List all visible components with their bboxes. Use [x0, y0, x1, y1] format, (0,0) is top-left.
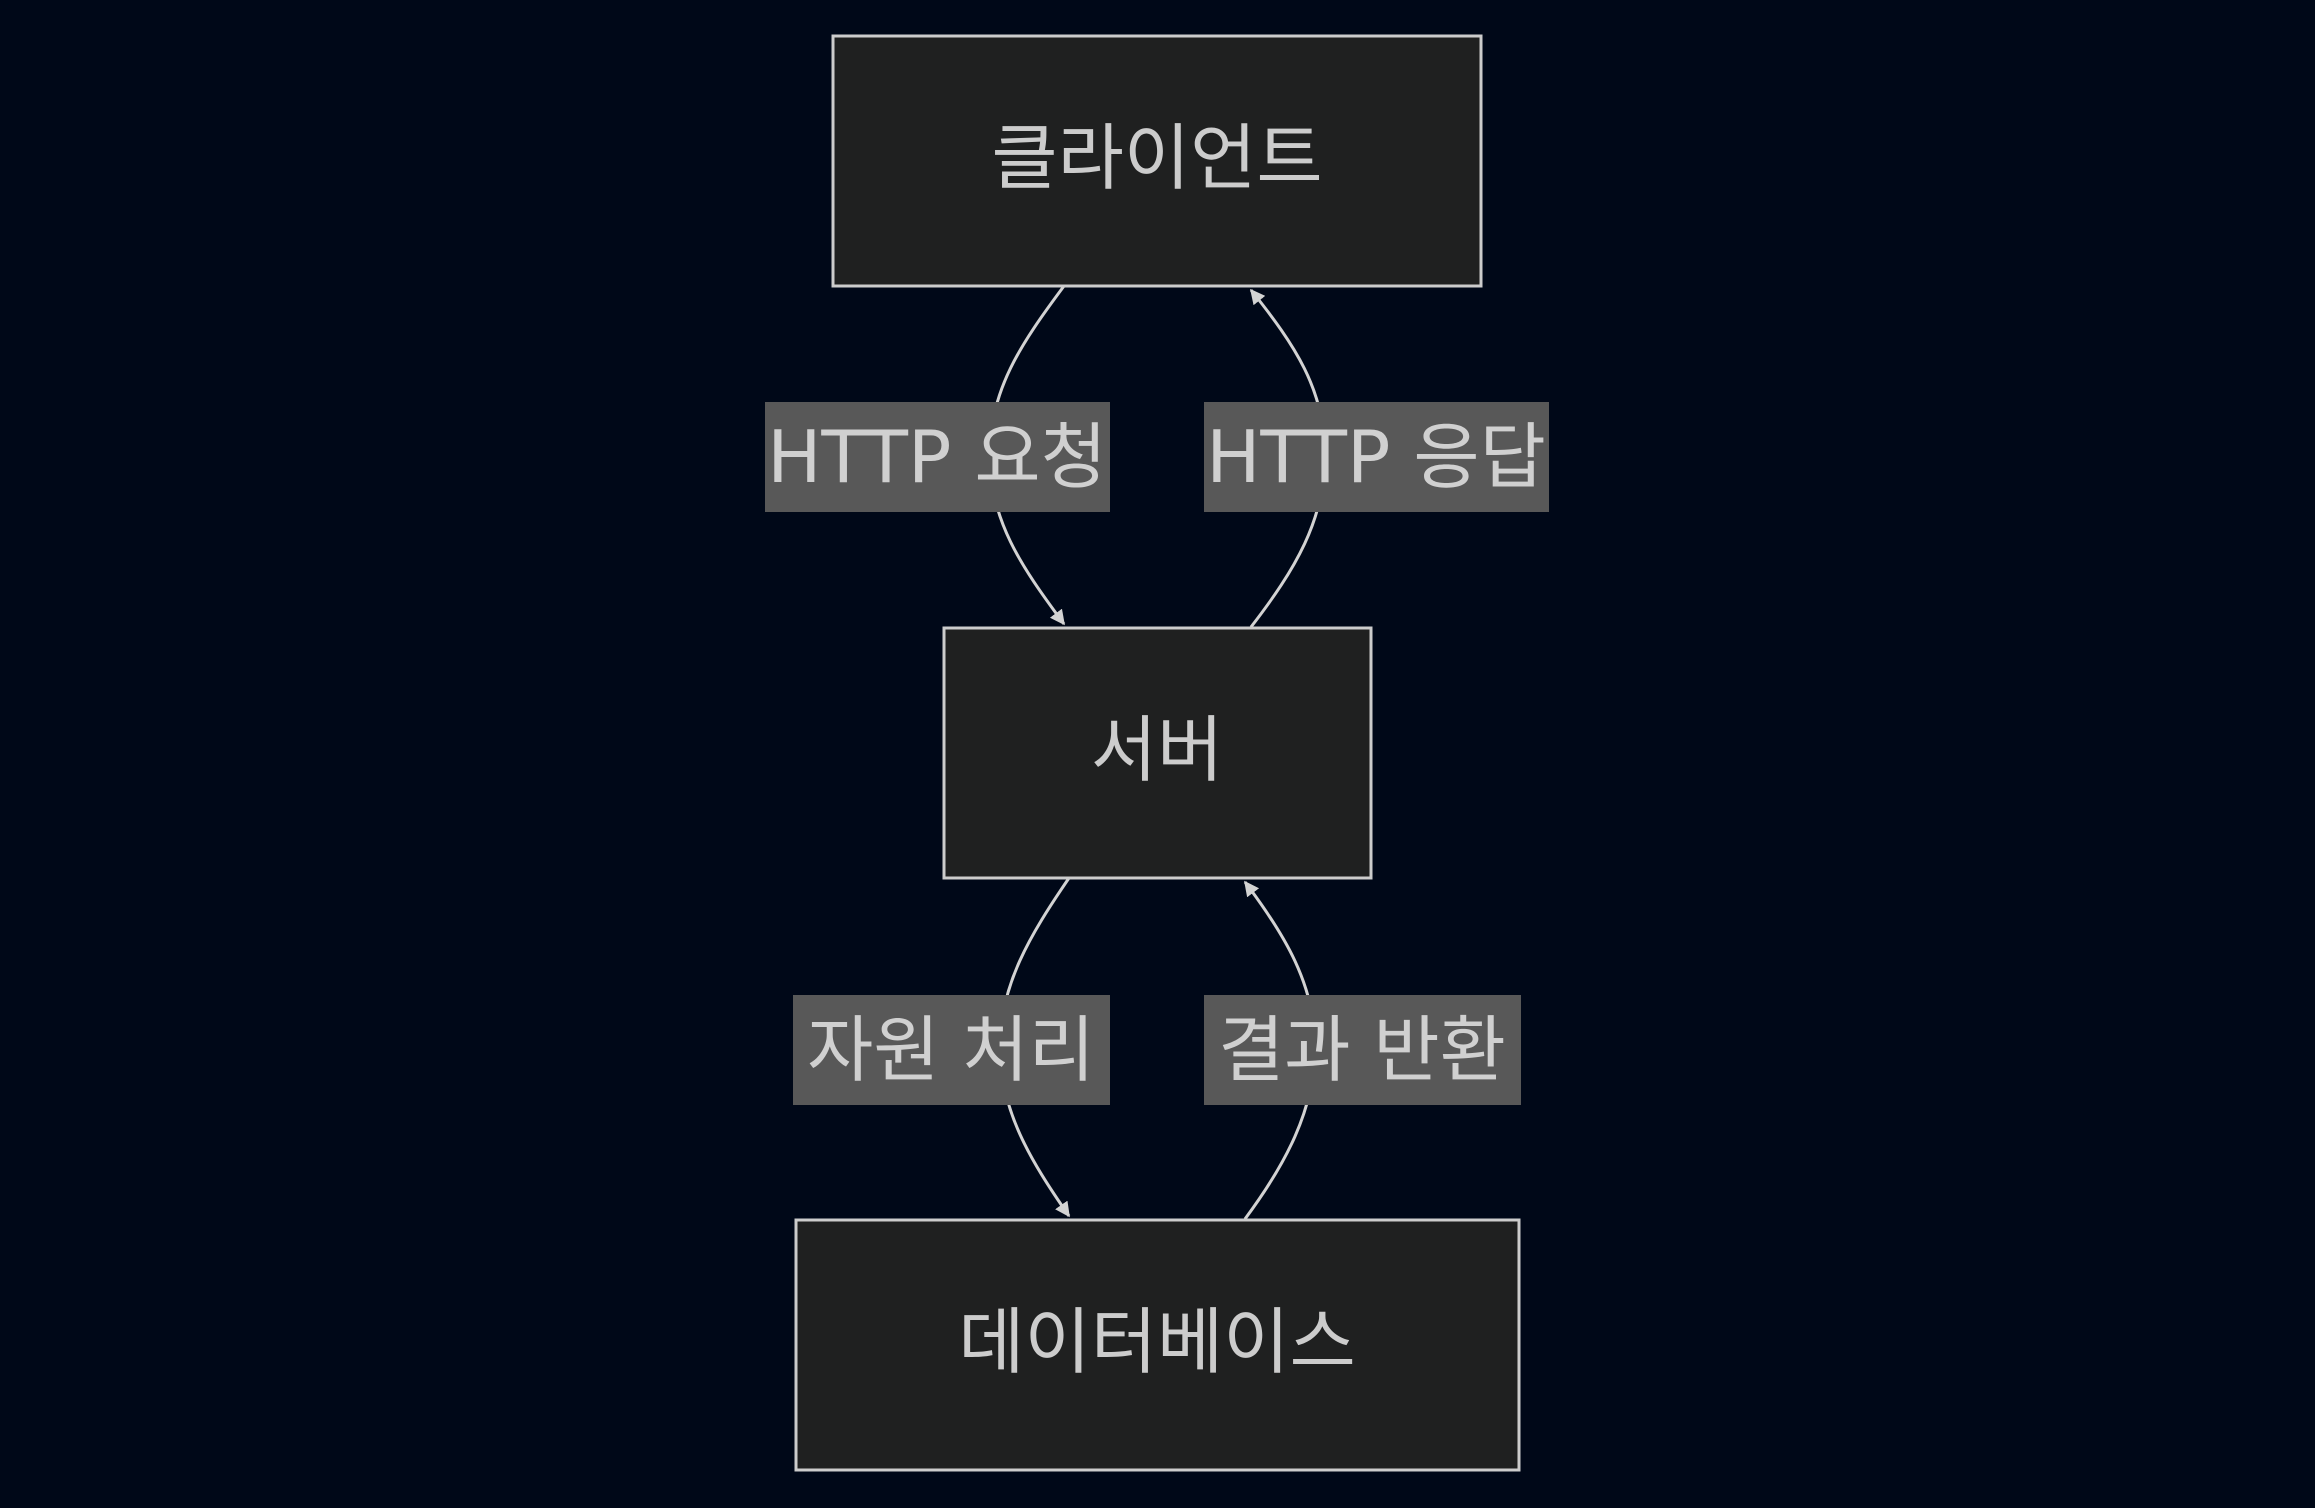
edge-label-http-response: HTTP 응답 [1204, 402, 1549, 512]
node-client: 클라이언트 [831, 34, 1483, 288]
node-database-label: 데이터베이스 [958, 1300, 1355, 1384]
edge-label-return-result-text: 결과 반환 [1218, 1008, 1506, 1092]
edge-label-http-request: HTTP 요청 [765, 402, 1110, 512]
node-database: 데이터베이스 [794, 1218, 1521, 1472]
node-client-label: 클라이언트 [991, 116, 1322, 200]
edge-label-return-result: 결과 반환 [1204, 995, 1521, 1105]
edge-label-http-response-text: HTTP 응답 [1206, 415, 1546, 499]
node-server: 서버 [942, 626, 1373, 880]
node-server-label: 서버 [1091, 708, 1223, 792]
edge-label-process-resource: 자원 처리 [793, 995, 1110, 1105]
edge-label-http-request-text: HTTP 요청 [767, 415, 1107, 499]
edge-label-process-resource-text: 자원 처리 [807, 1008, 1095, 1092]
